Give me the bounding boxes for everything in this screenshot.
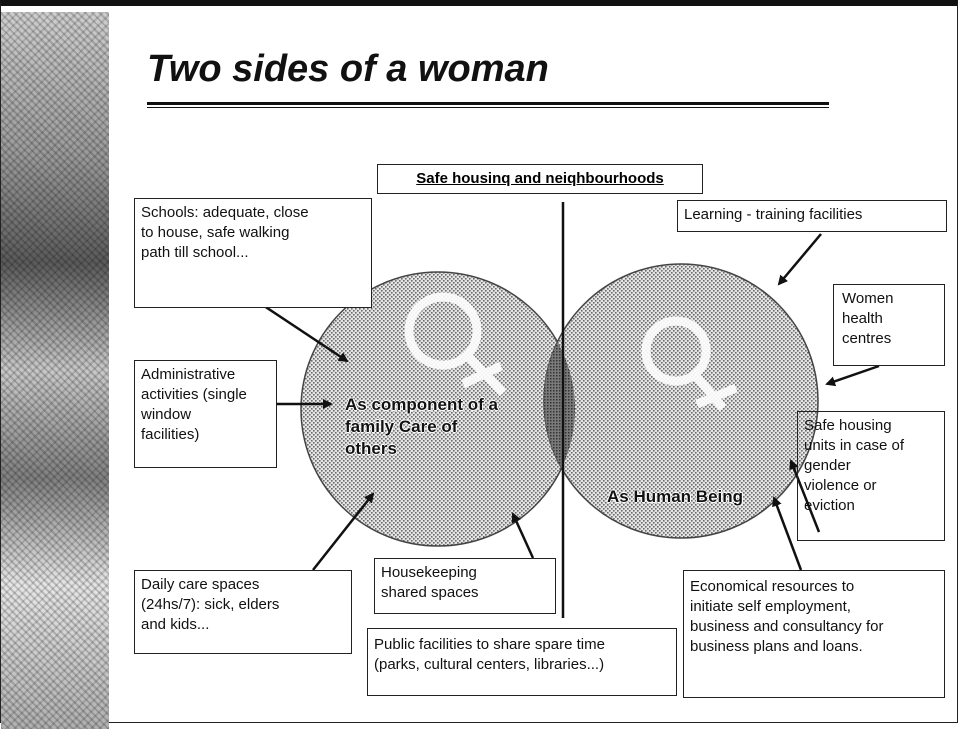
left-circle-label: As component of a family Care of others [345,394,498,460]
box-public-facilities: Public facilities to share spare time (p… [367,628,677,696]
box-daily-care: Daily care spaces (24hs/7): sick, elders… [134,570,352,654]
arrow-learning [779,234,821,284]
safe-housing-header: Safe housinq and neiqhbourhoods [377,164,703,194]
box-learning: Learning - training facilities [677,200,947,232]
box-administrative: Administrative activities (single window… [134,360,277,468]
box-health: Women health centres [833,284,945,366]
arrow-health [827,366,879,384]
right-circle-label: As Human Being [607,486,743,508]
box-safe-housing-units: Safe housing units in case of gender vio… [797,411,945,541]
arrow-housekeeping [513,514,533,558]
box-housekeeping: Housekeeping shared spaces [374,558,556,614]
box-economical: Economical resources to initiate self em… [683,570,945,698]
box-schools: Schools: adequate, close to house, safe … [134,198,372,308]
